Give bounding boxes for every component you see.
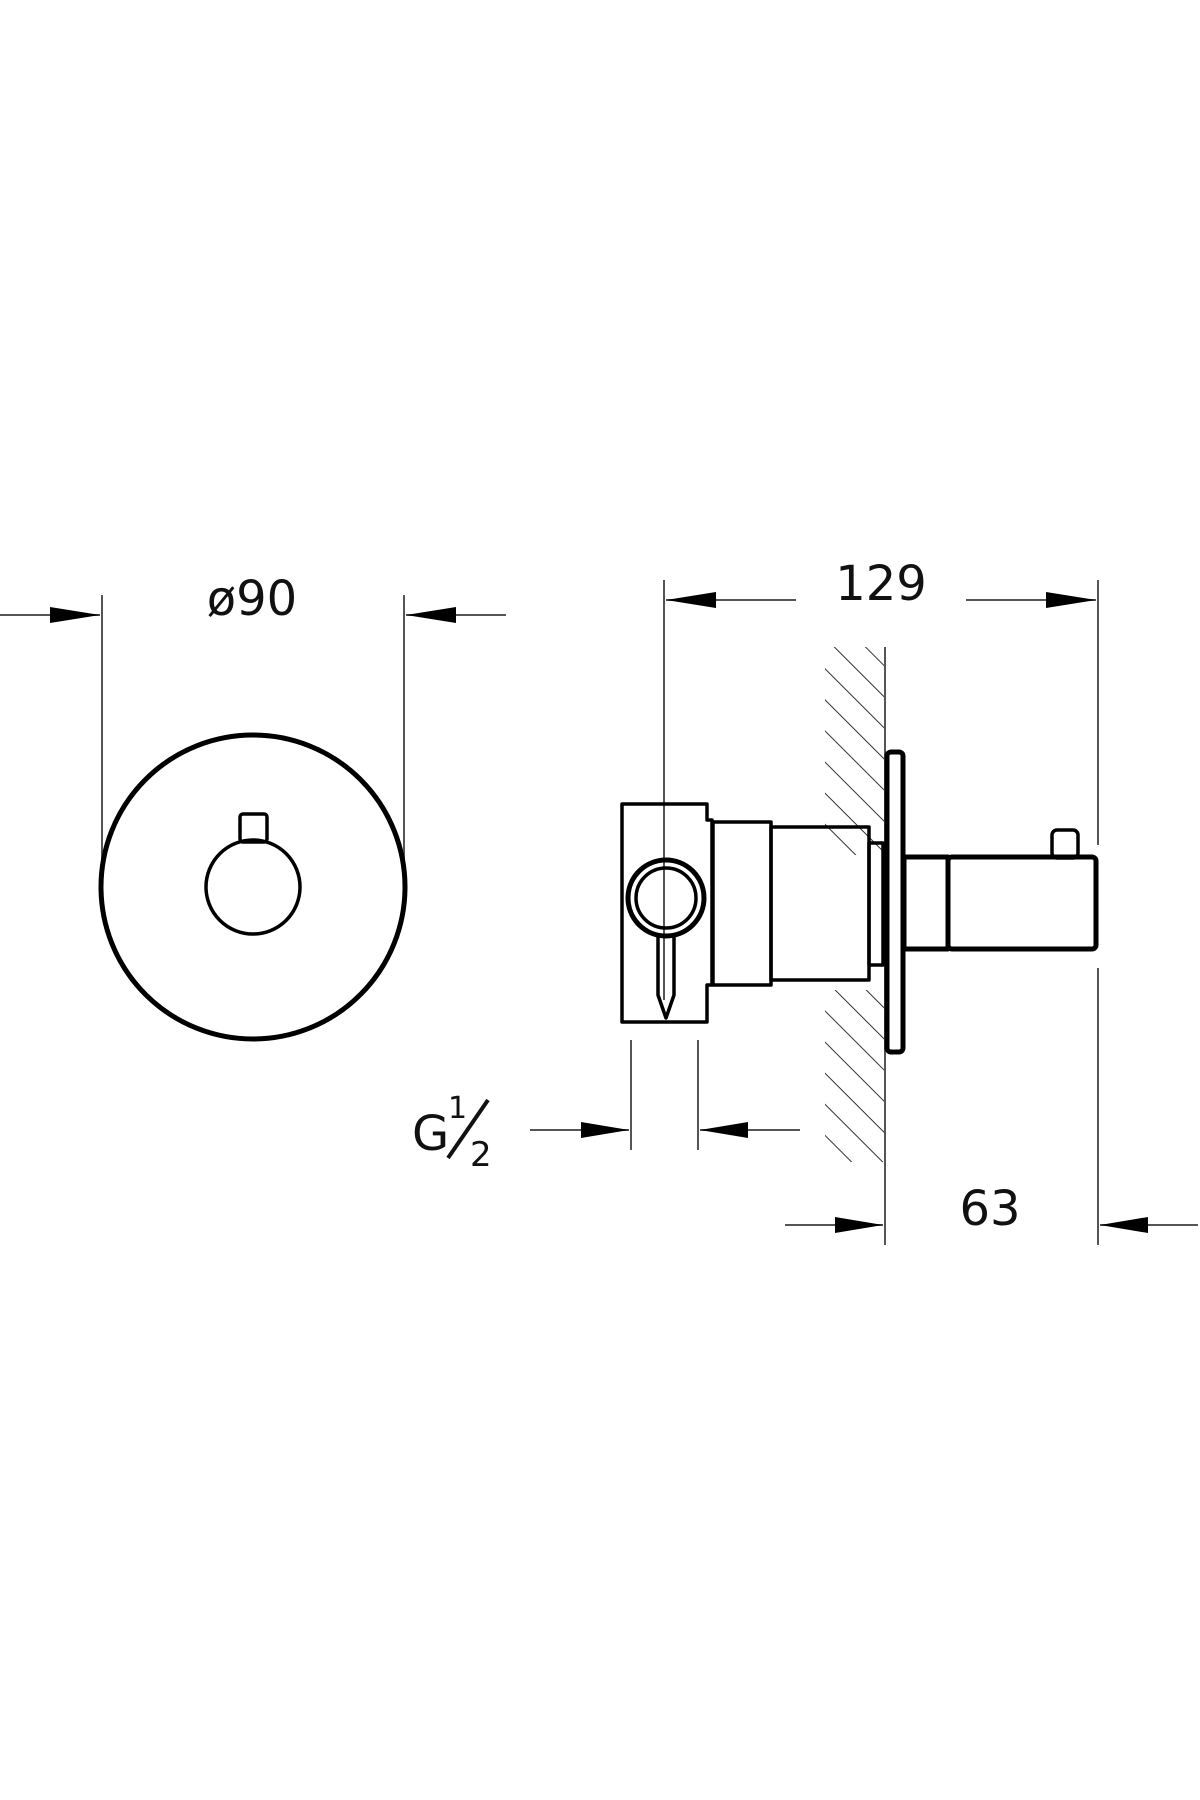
side-view: 129 (412, 556, 1198, 1245)
depth-dimension: 129 (663, 556, 1099, 1000)
cover-plate (98, 732, 408, 1042)
projection-label: 63 (959, 1181, 1020, 1237)
handle-side (901, 828, 1099, 952)
projection-dimension: 63 (785, 1181, 1198, 1237)
connection-fraction-num: 1 (448, 1091, 467, 1126)
cover-plate-side (884, 749, 906, 1055)
connection-label: G (412, 1106, 449, 1162)
depth-label: 129 (835, 556, 927, 612)
wall-section (825, 647, 886, 1245)
diameter-dimension: ø90 (0, 571, 506, 880)
valve-body (620, 802, 885, 1024)
connection-fraction-den: 2 (470, 1135, 492, 1175)
control-knob (204, 838, 302, 936)
front-view: ø90 (0, 571, 506, 1042)
diameter-label: ø90 (207, 571, 297, 627)
knob-indicator (238, 812, 269, 844)
connection-dimension: G 1 2 (412, 1040, 800, 1175)
